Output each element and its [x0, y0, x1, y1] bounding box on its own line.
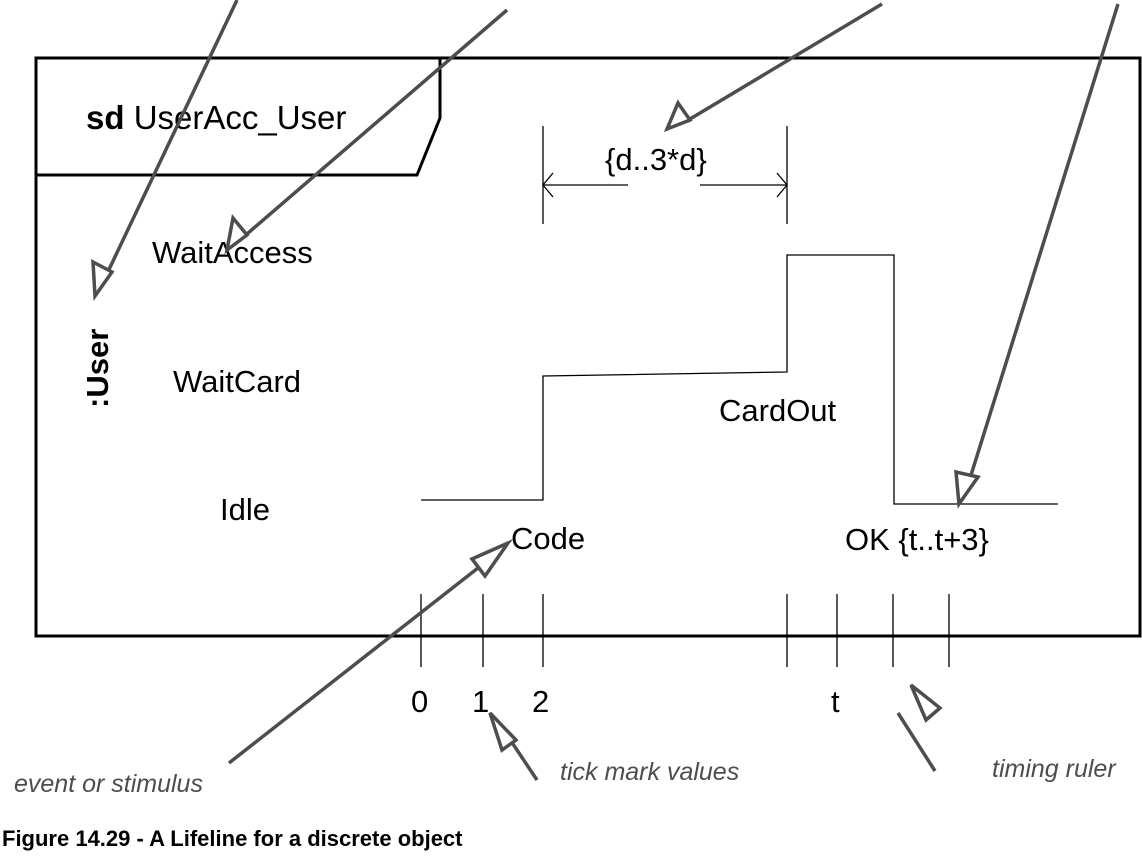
- annotation-arrowhead-duration: [663, 99, 693, 133]
- tick-label-1: 1: [472, 684, 489, 719]
- frame-name-tab: [36, 58, 442, 177]
- annotation-arrowhead-ticks: [488, 711, 519, 753]
- annotation-arrowhead-ruler: [909, 683, 943, 723]
- note-timing-ruler: timing ruler: [992, 755, 1117, 783]
- state-label-idle: Idle: [220, 492, 270, 527]
- annotation-arrowhead-lifeline: [91, 259, 115, 302]
- annotation-arrow-lifeline: [102, 0, 239, 281]
- frame-title: sd UserAcc_User: [86, 99, 346, 136]
- annotation-arrow-transition: [965, 3, 1120, 489]
- annotation-arrowhead-transition: [954, 469, 981, 509]
- duration-arrowhead-left: [542, 172, 554, 198]
- note-tick-mark-values: tick mark values: [560, 758, 739, 786]
- tick-label-0: 0: [411, 684, 428, 719]
- tick-label-t: t: [831, 684, 840, 719]
- cardout-label: CardOut: [719, 393, 837, 428]
- annotation-arrow-event: [227, 555, 494, 765]
- duration-constraint-label: {d..3*d}: [605, 142, 707, 177]
- annotation-arrow-duration: [684, 2, 883, 124]
- timing-ruler: [420, 594, 950, 667]
- tick-label-2: 2: [532, 684, 549, 719]
- frame-keyword: sd: [86, 99, 125, 136]
- event-ok-label: OK {t..t+3}: [845, 522, 989, 557]
- annotation-arrowhead-event: [469, 538, 514, 579]
- duration-arrowhead-right: [776, 172, 788, 198]
- diagram-frame: [34, 56, 1142, 638]
- event-code-label: Code: [511, 521, 585, 556]
- annotation-arrow-state: [238, 8, 509, 242]
- note-event-or-stimulus: event or stimulus: [14, 770, 203, 798]
- frame-name: UserAcc_User: [134, 99, 347, 136]
- figure-caption: Figure 14.29 - A Lifeline for a discrete…: [2, 826, 463, 851]
- state-label-waitcard: WaitCard: [173, 364, 301, 399]
- annotation-arrow-ruler: [896, 712, 937, 772]
- annotation-arrowhead-state: [224, 213, 250, 255]
- state-timeline: [421, 254, 1058, 505]
- lifeline-name: :User: [80, 329, 115, 408]
